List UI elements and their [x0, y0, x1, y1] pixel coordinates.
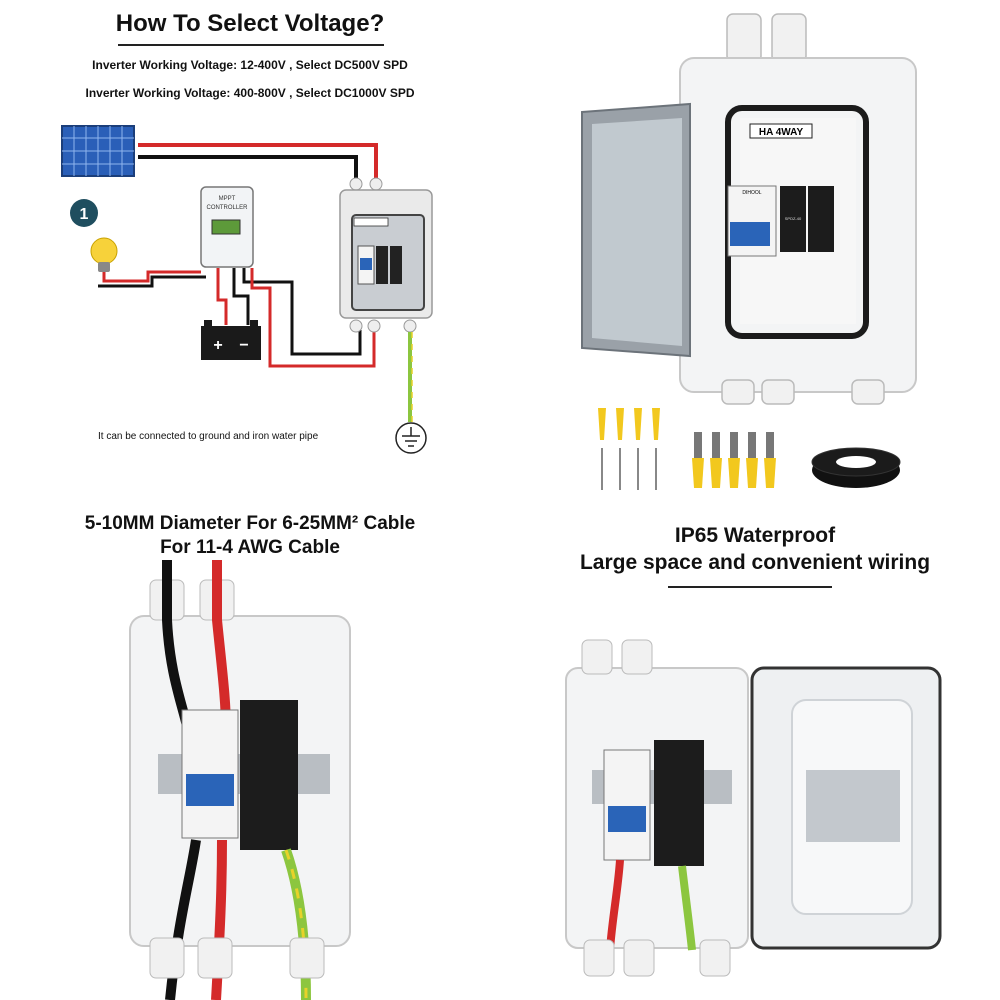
crimp-terminal-icon [692, 432, 776, 488]
voltage-line-2: Inverter Working Voltage: 400-800V , Sel… [85, 86, 415, 100]
cable-title-line-1: 5-10MM Diameter For 6-25MM² Cable [84, 513, 416, 534]
title-underline [118, 44, 384, 46]
waterproof-title-line-2: Large space and convenient wiring [579, 551, 931, 574]
combiner-box-icon [339, 177, 433, 333]
waterproof-title: IP65 Waterproof Large space and convenie… [510, 522, 1000, 576]
voltage-title: How To Select Voltage? [115, 10, 385, 37]
ground-note: It can be connected to ground and iron w… [98, 431, 319, 442]
tape-roll-icon [811, 447, 901, 488]
wall-anchor-icon [598, 408, 660, 440]
svg-text:+: + [213, 337, 222, 354]
svg-text:SPDZ-40: SPDZ-40 [785, 216, 802, 221]
enclosure-side-by-side [565, 639, 942, 977]
svg-text:DIHOOL: DIHOOL [742, 190, 761, 196]
solar-panel-icon [61, 125, 135, 177]
svg-text:MPPT: MPPT [219, 196, 236, 202]
cable-title-line-2: For 11-4 AWG Cable [160, 537, 340, 558]
battery-icon: + − [201, 320, 261, 360]
svg-text:HA 4WAY: HA 4WAY [759, 127, 804, 138]
waterproof-underline [668, 586, 832, 588]
breaker-icon: DIHOOL [727, 185, 777, 257]
cable-title: 5-10MM Diameter For 6-25MM² Cable For 11… [0, 512, 500, 560]
waterproof-title-line-1: IP65 Waterproof [674, 524, 836, 547]
ground-symbol-icon [395, 422, 427, 454]
spd-module-icon: SPDZ-40 [780, 186, 834, 252]
step-badge: 1 [70, 199, 98, 227]
enclosure-open-door: HA 4WAY DIHOOL SPDZ-40 [581, 13, 917, 490]
svg-text:−: − [239, 337, 248, 354]
enclosure-wired [129, 560, 351, 1000]
svg-text:CONTROLLER: CONTROLLER [206, 205, 248, 211]
voltage-line-1: Inverter Working Voltage: 12-400V , Sele… [92, 58, 408, 72]
mppt-controller-icon: MPPT CONTROLLER [200, 186, 254, 268]
wiring-diagram: 1 MPPT CONTROLLER + − [61, 125, 433, 454]
screw-icon [601, 448, 657, 490]
light-bulb-icon [90, 237, 118, 272]
svg-text:1: 1 [80, 206, 89, 223]
